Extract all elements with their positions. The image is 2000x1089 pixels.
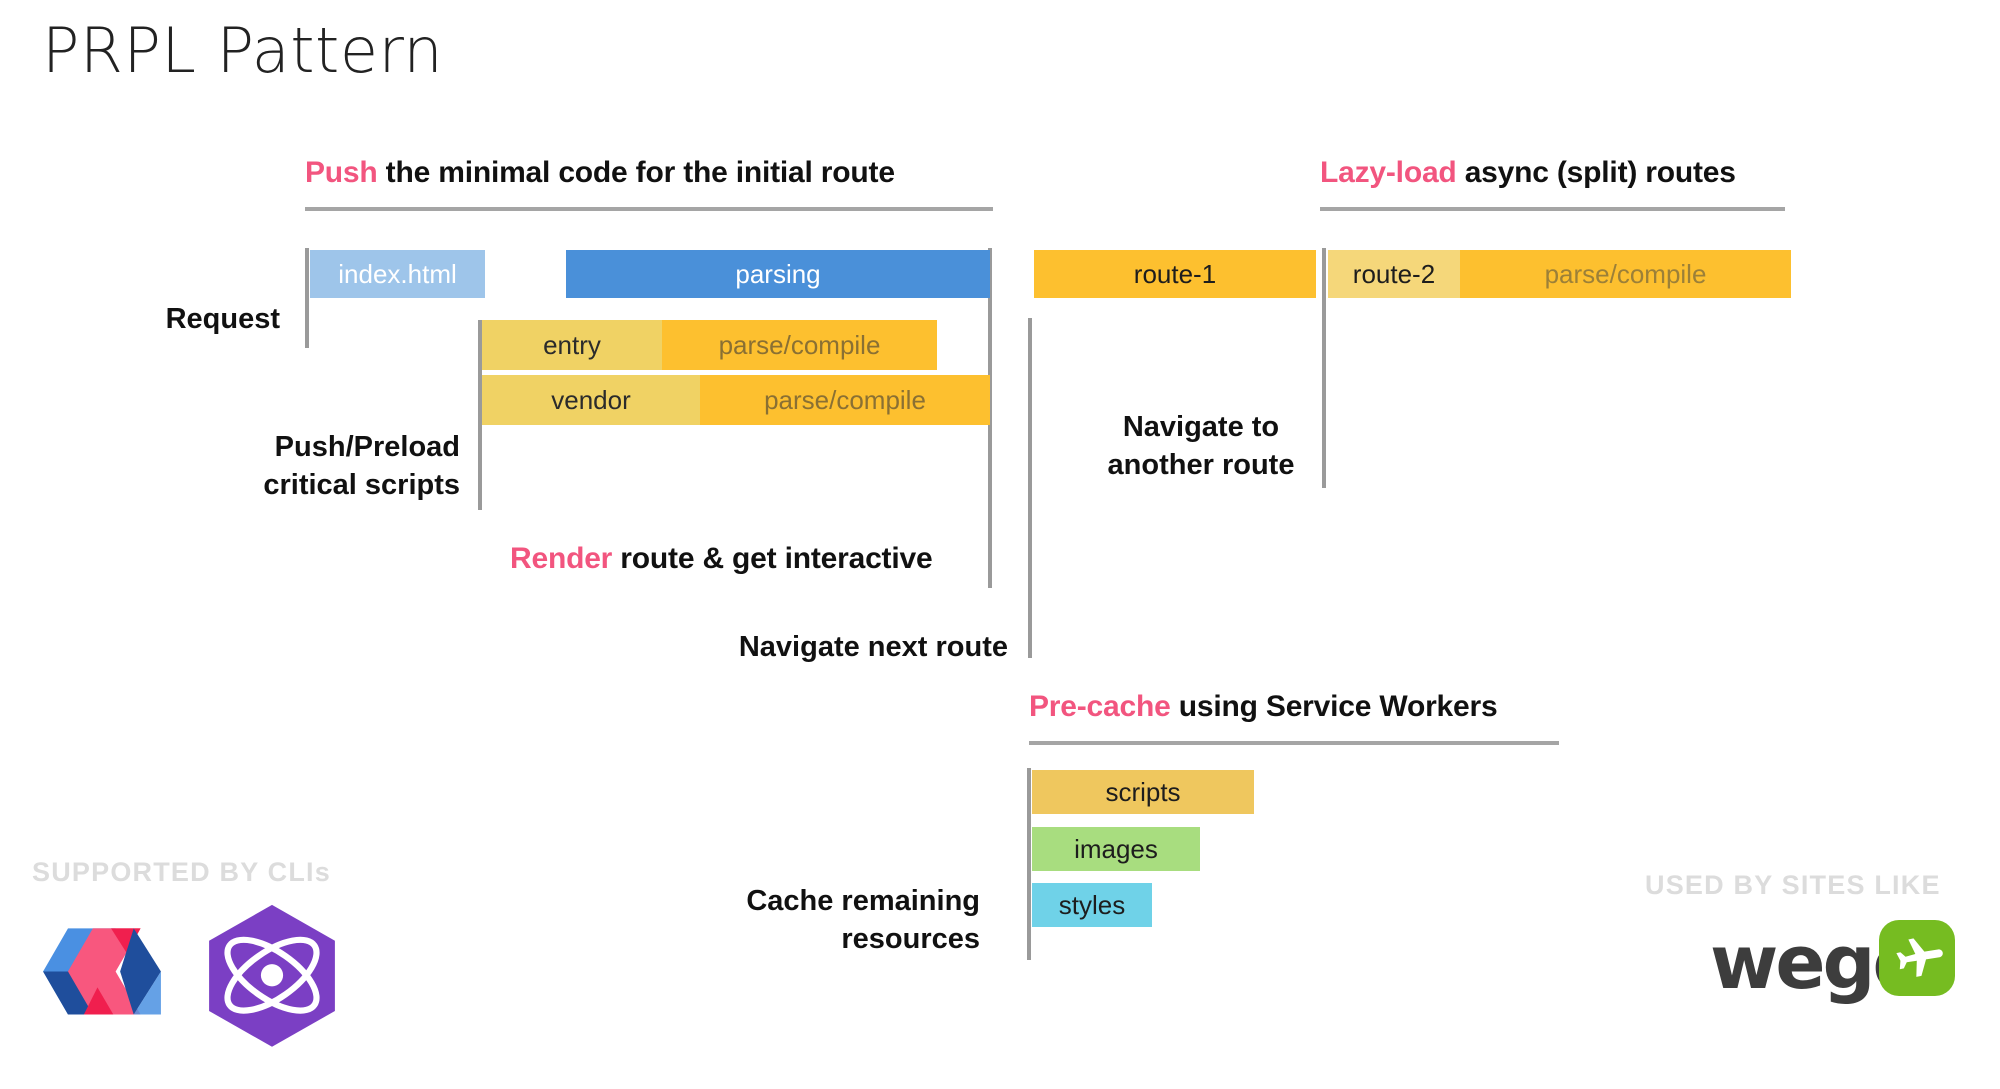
bar-segment-index-html-label: index.html (310, 250, 485, 298)
section-header-render-rest: route & get interactive (612, 542, 933, 575)
bar-images: images (1032, 827, 1200, 871)
section-header-push-rest: the minimal code for the initial route (377, 156, 895, 189)
row-label-navigate-next: Navigate next route (738, 631, 1008, 663)
bar-index-html: index.html (310, 250, 485, 298)
wego-airplane-badge (1879, 920, 1955, 996)
section-header-precache: Pre-cache using Service Workers (1029, 690, 1498, 724)
bar-segment-vendor-parse-label: parse/compile (700, 375, 990, 425)
section-header-render-accent: Render (510, 542, 613, 575)
bar-route-2: route-2 parse/compile (1328, 250, 1791, 298)
bar-scripts: scripts (1032, 770, 1254, 814)
section-header-lazy-rest: async (split) routes (1456, 156, 1736, 189)
bar-segment-route-2-label: route-2 (1328, 250, 1460, 298)
bar-vendor: vendor parse/compile (482, 375, 990, 425)
row-label-push-preload: Push/Preload critical scripts (263, 431, 460, 502)
bar-segment-entry-parse-label: parse/compile (662, 320, 937, 370)
bar-segment-vendor-label: vendor (482, 375, 700, 425)
timeline-rule-navigate-another (1322, 248, 1326, 488)
timeline-rule-cache (1027, 768, 1031, 960)
timeline-rule-push-preload (478, 320, 482, 510)
preact-logo (198, 900, 346, 1048)
row-label-request: Request (165, 303, 280, 335)
polymer-logo (32, 908, 172, 1044)
row-label-cache-remaining: Cache remaining resources (746, 885, 980, 956)
section-header-push: Push the minimal code for the initial ro… (305, 156, 895, 190)
section-rule-push (305, 207, 993, 211)
section-rule-lazy (1320, 207, 1785, 211)
section-header-push-accent: Push (305, 156, 378, 189)
bar-segment-entry-label: entry (482, 320, 662, 370)
section-header-lazy: Lazy-load async (split) routes (1320, 156, 1736, 190)
timeline-rule-navigate-next (1028, 318, 1032, 658)
bar-segment-route-1-label: route-1 (1034, 250, 1316, 298)
wego-logo: wego (1710, 920, 1955, 1025)
section-header-precache-rest: using Service Workers (1170, 690, 1498, 723)
timeline-rule-request (305, 248, 309, 348)
bar-segment-styles-label: styles (1032, 883, 1152, 927)
bar-entry: entry parse/compile (482, 320, 937, 370)
section-header-precache-accent: Pre-cache (1029, 690, 1171, 723)
section-rule-precache (1029, 741, 1559, 745)
footer-supported-by-label: SUPPORTED BY CLIs (32, 857, 331, 887)
timeline-rule-render (988, 248, 992, 588)
bar-segment-route-2-parse-label: parse/compile (1460, 250, 1791, 298)
bar-styles: styles (1032, 883, 1152, 927)
bar-segment-parsing-label: parsing (566, 250, 990, 298)
bar-segment-images-label: images (1032, 827, 1200, 871)
footer-used-by-label: USED BY SITES LIKE (1645, 870, 1941, 900)
section-header-render: Render route & get interactive (510, 542, 933, 576)
bar-route-1: route-1 (1034, 250, 1316, 298)
section-header-lazy-accent: Lazy-load (1320, 156, 1457, 189)
page-title: PRPL Pattern (42, 14, 444, 87)
bar-segment-scripts-label: scripts (1032, 770, 1254, 814)
row-label-navigate-another: Navigate to another route (1107, 411, 1295, 482)
bar-parsing: parsing (566, 250, 990, 298)
